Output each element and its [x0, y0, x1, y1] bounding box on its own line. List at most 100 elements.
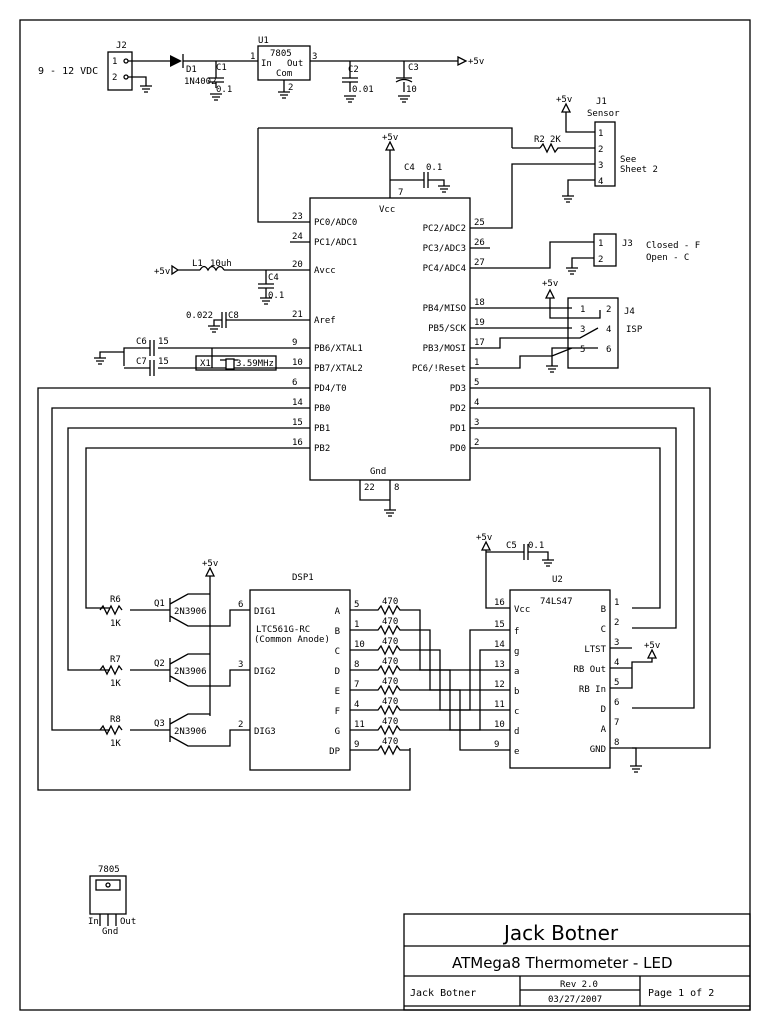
x1-frame	[195, 355, 277, 371]
rail-label-u2: +5v	[476, 533, 492, 543]
u2-part: 74LS47	[540, 597, 573, 607]
u1-regulator	[257, 45, 311, 81]
j3-jumper: 1 2 J3 Closed - F Open - C	[470, 233, 700, 275]
resistor-ref-r7: R7	[110, 655, 121, 665]
dsp-digit-2: DIG2	[254, 667, 276, 677]
mcu-pin-label-3: PD1	[450, 424, 466, 434]
j2-connector	[107, 51, 133, 91]
mcu-pin-4: 4	[474, 398, 479, 408]
c4a-ref: C4	[404, 163, 415, 173]
mcu-pin-24: 24	[292, 232, 303, 242]
r2-value: 2K	[550, 135, 561, 145]
u2-pin-label-12: b	[514, 687, 519, 697]
u2-pin-label-9: e	[514, 747, 519, 757]
mcu-gnd-pin-8: 8	[394, 483, 399, 493]
mcu-pin-label-24: PC1/ADC1	[314, 238, 357, 248]
segment-resistor-value: 470	[382, 737, 398, 747]
u2-pin-5: 5	[614, 678, 619, 688]
mcu-pin-18: 18	[474, 298, 485, 308]
port-wiring	[37, 387, 711, 791]
mcu-pin-label-14: PB0	[314, 404, 330, 414]
segment-resistor-value: 470	[382, 657, 398, 667]
crystal-network: C6 15 C7 15 X1 3.59MHz	[94, 337, 310, 376]
segment-pin-11: 11	[354, 720, 365, 730]
mcu-pin-label-6: PD4/T0	[314, 384, 347, 394]
u2-pin-label-5: RB In	[579, 685, 606, 695]
l1-ref: L1	[192, 259, 203, 269]
dsp-digit-1: DIG1	[254, 607, 276, 617]
transistor-part-q2: 2N3906	[174, 667, 207, 677]
u2-pin-label-11: c	[514, 707, 519, 717]
mcu-pin-label-5: PD3	[450, 384, 466, 394]
mcu-pin-label-23: PC0/ADC0	[314, 218, 357, 228]
diode-symbol	[170, 55, 182, 67]
u1-out: Out	[287, 59, 303, 69]
r2-ref: R2	[534, 135, 545, 145]
title-block: Jack Botner ATMega8 Thermometer - LED Ja…	[403, 913, 751, 1011]
u2-pin-label-6: D	[601, 705, 606, 715]
segment-resistor	[350, 624, 410, 636]
package-title: 7805	[98, 865, 120, 875]
c4-decoupling	[423, 172, 445, 188]
u2-pin-label-14: g	[514, 647, 519, 657]
segment-f: F	[335, 707, 340, 717]
segment-resistor	[350, 644, 410, 656]
u2-pin-label-1: B	[601, 605, 606, 615]
segment-b: B	[335, 627, 340, 637]
segment-resistor-value: 470	[382, 697, 398, 707]
j1-ref: J1	[596, 97, 607, 107]
mcu-pin-label-27: PC4/ADC4	[423, 264, 466, 274]
j4-pin5: 5	[580, 345, 585, 355]
u1-ref: U1	[258, 36, 269, 46]
avcc-network: +5v L1 10uh C4 0.1 0.022 C8	[154, 259, 310, 333]
transistor-part-q1: 2N3906	[174, 607, 207, 617]
segment-pin-4: 4	[354, 700, 359, 710]
segment-e: E	[335, 687, 340, 697]
base-resistor	[99, 724, 123, 736]
transistor-q3	[130, 713, 250, 747]
mcu-pin-label-26: PC3/ADC3	[423, 244, 466, 254]
c1-capacitor	[208, 61, 224, 88]
j1-title: Sensor	[587, 109, 620, 119]
u1-com: Com	[276, 69, 292, 79]
mcu-pin-label-15: PB1	[314, 424, 330, 434]
c2-capacitor	[342, 61, 358, 92]
x1-value: 3.59MHz	[236, 359, 274, 369]
mcu-pin-23: 23	[292, 212, 303, 222]
u1-pin-gnd: 2	[288, 83, 293, 93]
segment-c: C	[335, 647, 340, 657]
mcu-vcc-pin: 7	[398, 188, 403, 198]
segment-pin-1: 1	[354, 620, 359, 630]
mcu-pin-2: 2	[474, 438, 479, 448]
j1-note-1: See	[620, 155, 636, 165]
display-dsp1: DSP1 LTC561G-RC (Common Anode) 6DIG13DIG…	[238, 573, 510, 771]
transistor-ref-q1: Q1	[154, 599, 165, 609]
u2-pin-label-10: d	[514, 727, 519, 737]
mcu-pin-27: 27	[474, 258, 485, 268]
mcu-pin-label-9: PB6/XTAL1	[314, 344, 363, 354]
dsp1-part: LTC561G-RC	[256, 625, 310, 635]
r2-resistor	[539, 142, 560, 154]
transistor-q1	[130, 593, 250, 627]
u2-pin-1: 1	[614, 598, 619, 608]
j3-ref: J3	[622, 239, 633, 249]
segment-pin-9: 9	[354, 740, 359, 750]
u1-pin-out: 3	[312, 52, 317, 62]
c8-ref: C8	[228, 311, 239, 321]
rail-label-mcu: +5v	[382, 133, 398, 143]
rail-label-avcc: +5v	[154, 267, 170, 277]
j3-open: Open - C	[646, 253, 689, 263]
c4b-ref: C4	[268, 273, 279, 283]
u2-pin-label-13: a	[514, 667, 519, 677]
u2-body	[509, 589, 611, 769]
j1-pin3: 3	[598, 161, 603, 171]
atmega8-body	[309, 197, 471, 481]
c4b-value: 0.1	[268, 291, 284, 301]
date: 03/27/2007	[548, 995, 602, 1005]
j1-pin4: 4	[598, 177, 603, 187]
segment-resistor-value: 470	[382, 717, 398, 727]
c6-ref: C6	[136, 337, 147, 347]
segment-resistor	[350, 684, 410, 696]
mcu-pin-label-10: PB7/XTAL2	[314, 364, 363, 374]
